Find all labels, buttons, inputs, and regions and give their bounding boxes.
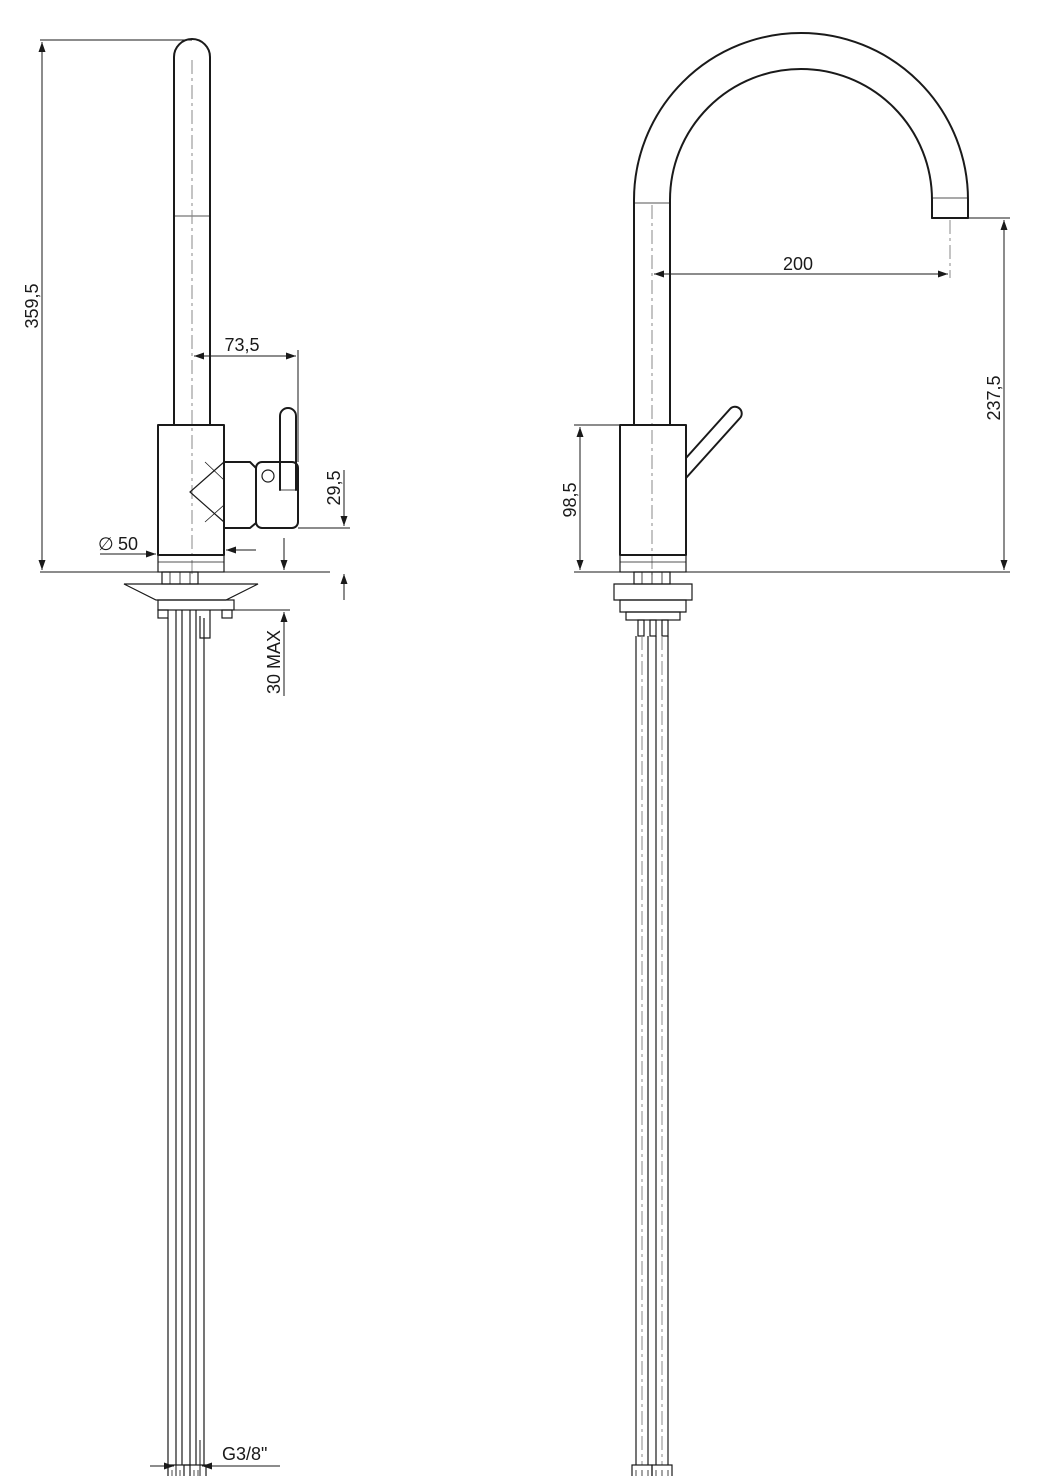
dim-base-diameter-label: 50 xyxy=(118,534,138,554)
front-hose-fittings xyxy=(631,1464,673,1476)
dim-deck-thickness: 30 MAX xyxy=(230,538,290,696)
side-mixer-body xyxy=(157,424,225,573)
side-view: 359,5 73,5 29,5 ∅ 50 30 MAX xyxy=(22,38,350,1476)
dim-total-height: 359,5 xyxy=(22,39,330,573)
dim-hose-connection-label: G3/8" xyxy=(222,1444,267,1464)
dim-spout-height: 237,5 xyxy=(686,217,1010,573)
dim-lever-height: 29,5 xyxy=(298,470,350,600)
dim-spout-height-label: 237,5 xyxy=(984,375,1004,420)
dim-base-diameter: ∅ 50 xyxy=(98,534,256,558)
dim-lever-offset-label: 73,5 xyxy=(224,335,259,355)
dim-body-height-label: 98,5 xyxy=(560,482,580,517)
front-spout xyxy=(633,32,969,575)
dim-body-height: 98,5 xyxy=(560,424,620,573)
dim-hose-connection: G3/8" xyxy=(150,1440,280,1476)
dim-base-diameter-symbol: ∅ xyxy=(98,534,114,554)
dim-lever-offset: 73,5 xyxy=(194,335,299,462)
side-mounting-kit xyxy=(123,571,259,639)
dim-deck-thickness-label: 30 MAX xyxy=(264,630,284,694)
side-lever xyxy=(223,407,299,529)
front-lever xyxy=(685,405,743,479)
front-hoses xyxy=(635,636,669,1465)
dim-total-height-label: 359,5 xyxy=(22,283,42,328)
dim-spout-reach-label: 200 xyxy=(783,254,813,274)
front-mounting-kit xyxy=(613,571,693,637)
front-view: 200 237,5 98,5 xyxy=(560,32,1010,1476)
front-mixer-body xyxy=(619,424,687,573)
dim-lever-height-label: 29,5 xyxy=(324,470,344,505)
side-spout xyxy=(173,38,211,575)
dim-spout-reach: 200 xyxy=(654,254,948,278)
side-hoses xyxy=(167,610,205,1465)
